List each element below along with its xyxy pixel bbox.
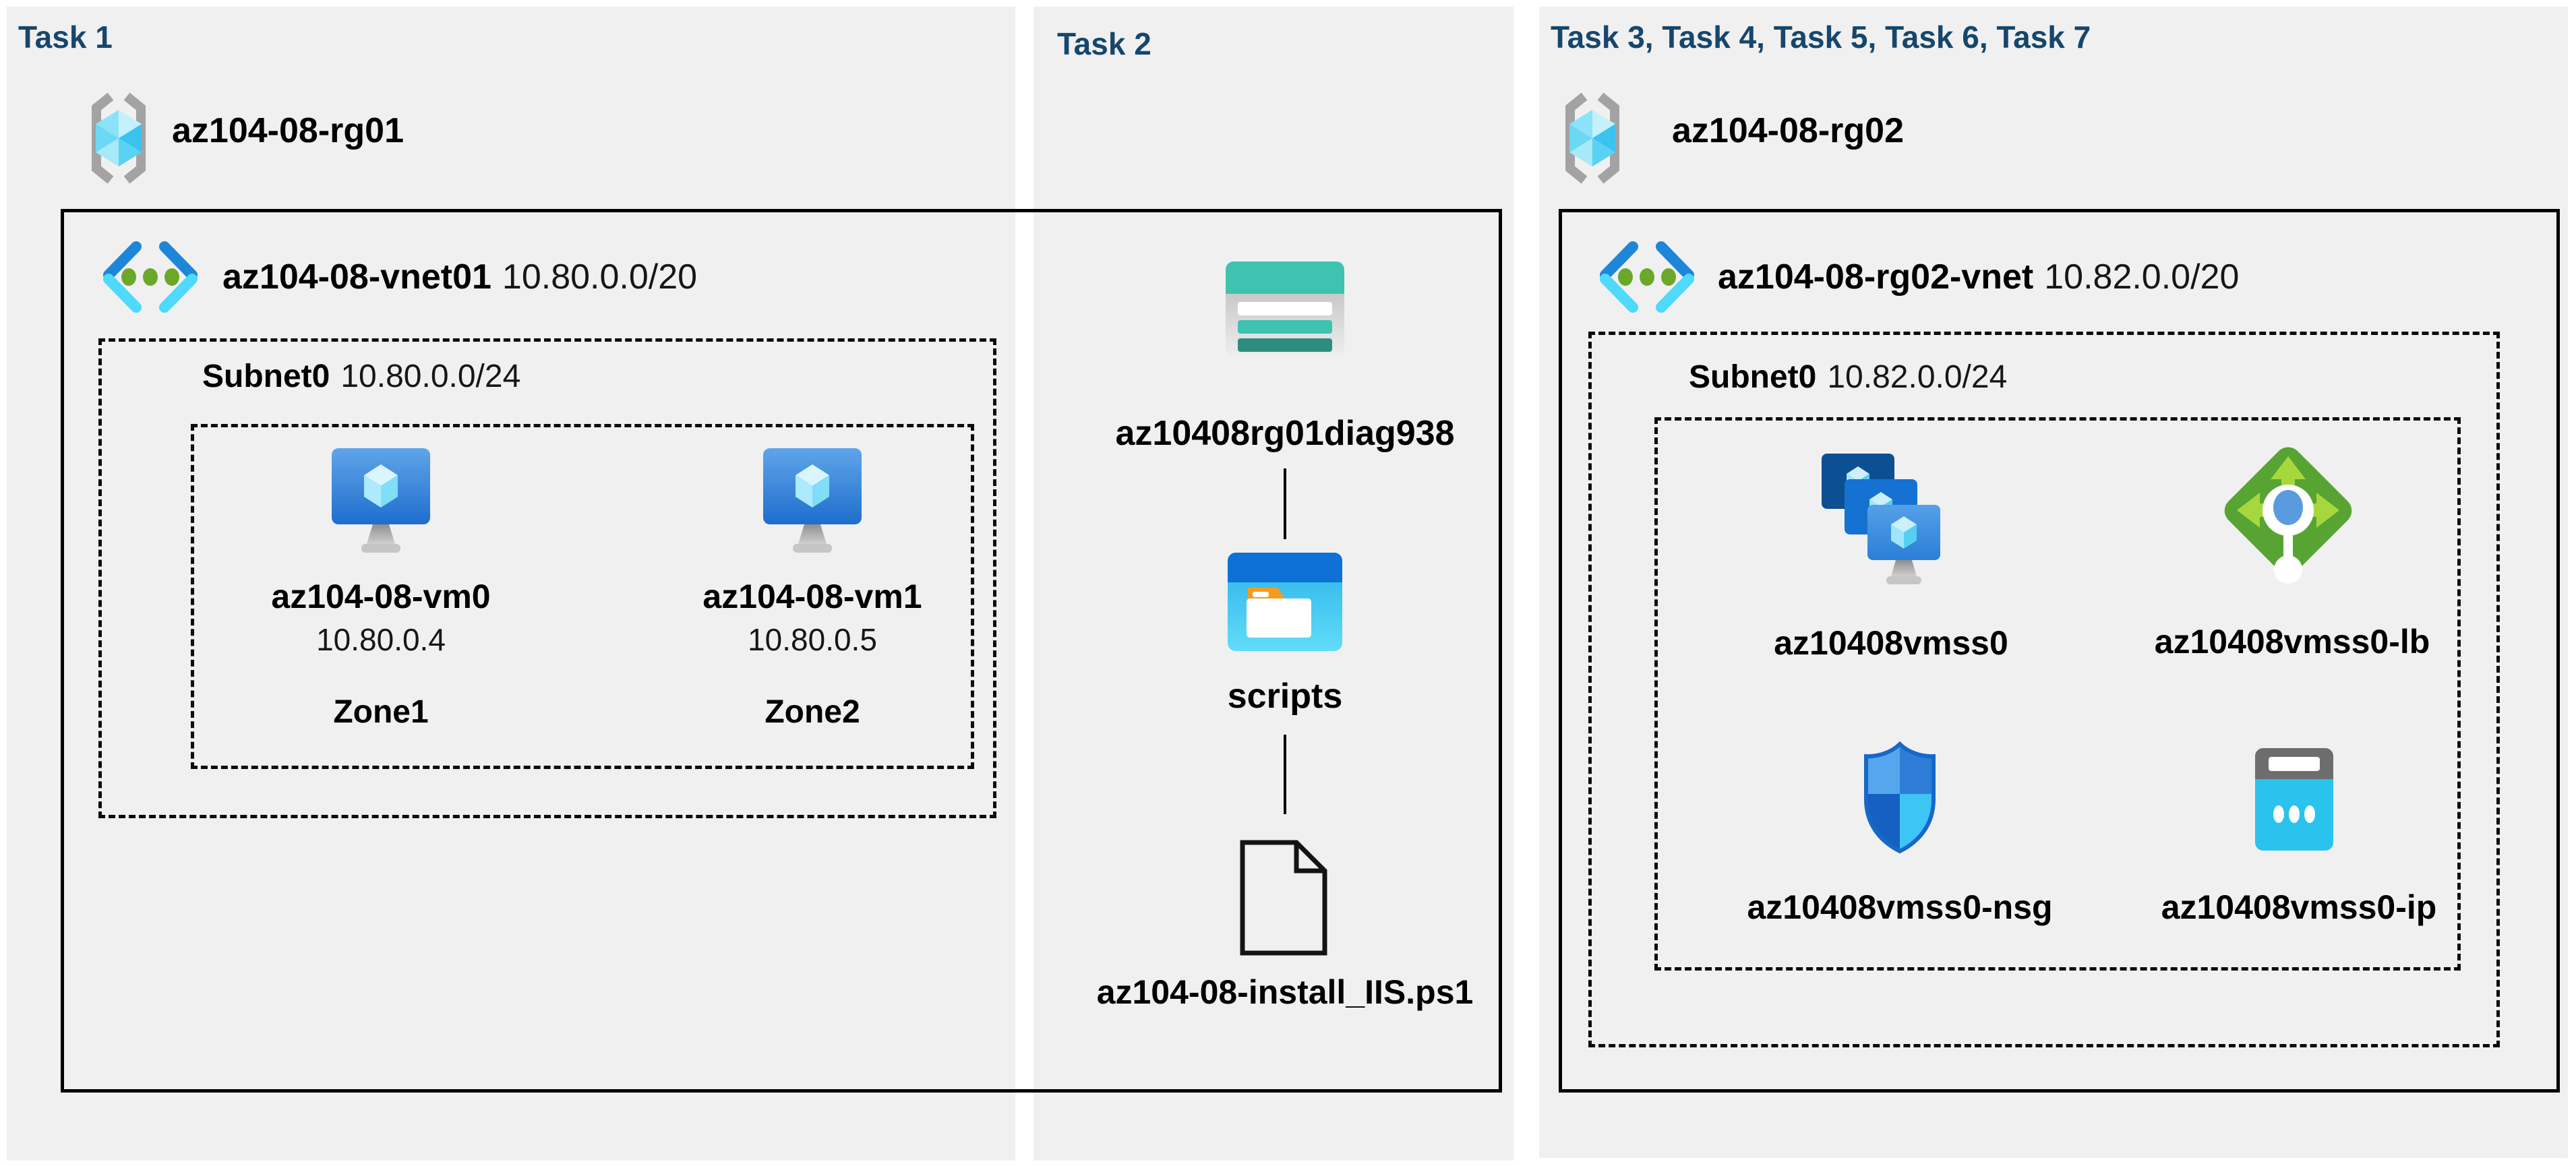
resource-group-row: az104-08-rg01 bbox=[172, 110, 404, 152]
container-name: scripts bbox=[1227, 677, 1343, 716]
vnet1-boundary-box bbox=[61, 209, 1502, 1093]
resource-group-icon bbox=[1565, 92, 1619, 184]
task3-panel bbox=[1539, 7, 2568, 1158]
vm1-zone: Zone2 bbox=[765, 694, 860, 730]
nsg-shield-icon bbox=[1864, 741, 1936, 854]
vm-zone-box bbox=[191, 424, 974, 769]
vnet1-cidr: 10.80.0.0/20 bbox=[502, 257, 698, 297]
load-balancer-name: az10408vmss0-lb bbox=[2154, 623, 2430, 661]
script-file-name: az104-08-install_IIS.ps1 bbox=[1096, 973, 1474, 1011]
task1-title: Task 1 bbox=[18, 20, 113, 55]
vm-scale-set-icon bbox=[1822, 454, 1940, 584]
storage-account-name: az10408rg01diag938 bbox=[1115, 414, 1455, 453]
vm0-zone: Zone1 bbox=[333, 694, 429, 730]
subnet2-cidr: 10.82.0.0/24 bbox=[1827, 359, 2008, 395]
vnet2-cidr: 10.82.0.0/20 bbox=[2044, 257, 2240, 297]
vmss-name: az10408vmss0 bbox=[1774, 624, 2008, 662]
task3-title: Task 3, Task 4, Task 5, Task 6, Task 7 bbox=[1551, 20, 2091, 55]
resource-group2-name: az104-08-rg02 bbox=[1672, 111, 1904, 150]
vm0-ip: 10.80.0.4 bbox=[316, 622, 446, 657]
task2-title: Task 2 bbox=[1057, 26, 1151, 61]
connector-line bbox=[1284, 735, 1286, 814]
virtual-network-icon bbox=[1600, 241, 1694, 313]
nsg-name: az10408vmss0-nsg bbox=[1747, 888, 2053, 926]
vnet1-name: az104-08-vnet01 bbox=[222, 257, 491, 297]
public-ip-icon bbox=[2255, 748, 2333, 851]
subnet2-name: Subnet0 bbox=[1689, 359, 1817, 395]
subnet1-label: Subnet0 10.80.0.0/24 bbox=[202, 357, 520, 396]
file-icon bbox=[1240, 840, 1327, 956]
vm1-ip: 10.80.0.5 bbox=[748, 622, 877, 657]
resource-group-name: az104-08-rg01 bbox=[172, 111, 404, 150]
task1-panel bbox=[7, 7, 1015, 1161]
virtual-network-icon bbox=[103, 241, 198, 313]
vnet2-name: az104-08-rg02-vnet bbox=[1718, 257, 2034, 297]
virtual-machine-icon bbox=[763, 448, 862, 553]
vmss-resources-box bbox=[1654, 417, 2461, 971]
vnet1-label: az104-08-vnet01 10.80.0.0/20 bbox=[222, 256, 697, 298]
load-balancer-icon bbox=[2224, 447, 2352, 584]
resource-group-icon bbox=[92, 92, 146, 184]
subnet2-box bbox=[1588, 332, 2500, 1047]
connector-line bbox=[1284, 468, 1286, 539]
storage-account-icon bbox=[1226, 262, 1344, 357]
virtual-machine-icon bbox=[332, 448, 430, 553]
subnet1-name: Subnet0 bbox=[202, 359, 330, 394]
subnet1-box bbox=[98, 338, 996, 818]
vm0-name: az104-08-vm0 bbox=[271, 578, 491, 615]
subnet2-label: Subnet0 10.82.0.0/24 bbox=[1689, 358, 2007, 397]
public-ip-name: az10408vmss0-ip bbox=[2161, 888, 2437, 926]
resource-group-row: az104-08-rg02 bbox=[1672, 110, 1904, 152]
subnet1-cidr: 10.80.0.0/24 bbox=[340, 359, 521, 394]
vnet2-boundary-box bbox=[1559, 209, 2560, 1093]
vm1-name: az104-08-vm1 bbox=[702, 578, 922, 615]
blob-container-icon bbox=[1228, 553, 1342, 651]
